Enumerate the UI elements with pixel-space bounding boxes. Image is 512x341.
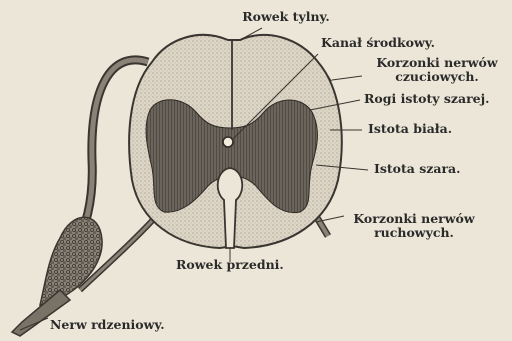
label-white-matter: Istota biała. (368, 122, 452, 136)
label-anterior-sulcus: Rowek przedni. (176, 258, 284, 272)
label-central-canal: Kanał środkowy. (321, 36, 435, 50)
label-gray-matter: Istota szara. (374, 162, 461, 176)
label-posterior-sulcus: Rowek tylny. (226, 10, 346, 24)
label-sensory-roots-2: czuciowych. (372, 70, 502, 84)
label-gray-horns: Rogi istoty szarej. (364, 92, 490, 106)
label-motor-roots-1: Korzonki nerwów (344, 212, 484, 226)
label-motor-roots-2: ruchowych. (354, 226, 474, 240)
central-canal (223, 137, 233, 147)
label-sensory-roots-1: Korzonki nerwów (362, 56, 512, 70)
spinal-ganglion (40, 217, 102, 305)
label-spinal-nerve: Nerw rdzeniowy. (50, 318, 165, 332)
